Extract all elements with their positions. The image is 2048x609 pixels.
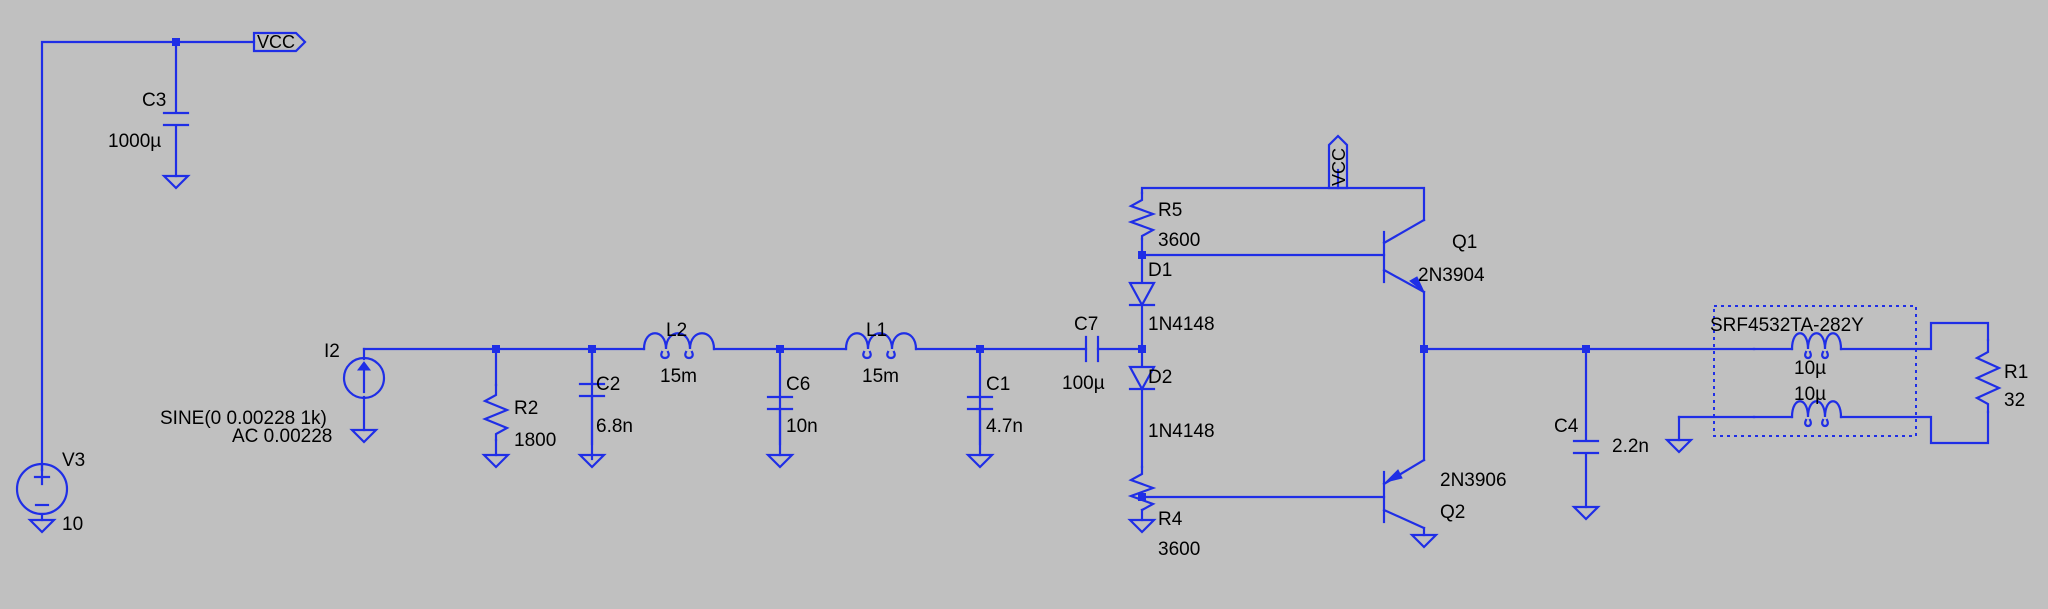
q1-ref: Q1 bbox=[1452, 232, 1477, 253]
r4-ref: R4 bbox=[1158, 509, 1183, 530]
c3-value: 1000µ bbox=[108, 131, 161, 152]
d1-ref: D1 bbox=[1148, 260, 1172, 281]
c1-ref: C1 bbox=[986, 374, 1010, 395]
junctions bbox=[172, 38, 1590, 501]
r4-resistor[interactable]: R4 3600 bbox=[1127, 465, 1200, 560]
r5-ref: R5 bbox=[1158, 200, 1182, 221]
q2-value: 2N3906 bbox=[1440, 470, 1507, 491]
l1-value: 15m bbox=[862, 366, 899, 387]
vcc-flag-mid-label: VCC bbox=[1329, 148, 1349, 186]
common-mode-choke[interactable]: SRF4532TA-282Y 10µ 10µ bbox=[1710, 305, 1917, 437]
l1-ref: L1 bbox=[866, 320, 887, 341]
q1-npn-transistor[interactable]: Q1 2N3904 bbox=[1382, 218, 1485, 294]
d2-ref: D2 bbox=[1148, 367, 1172, 388]
c4-value: 2.2n bbox=[1612, 436, 1649, 457]
i2-ref: I2 bbox=[324, 341, 340, 362]
l1-inductor[interactable]: L1 15m bbox=[844, 320, 918, 387]
r1-resistor[interactable]: R1 32 bbox=[1974, 338, 2028, 414]
c7-value: 100µ bbox=[1062, 373, 1105, 394]
vcc-flag-top-label: VCC bbox=[257, 32, 295, 52]
r1-ref: R1 bbox=[2004, 362, 2028, 383]
choke-l1-value: 10µ bbox=[1794, 358, 1826, 379]
i2-value-line2: AC 0.00228 bbox=[232, 426, 332, 447]
c2-capacitor[interactable]: C2 6.8n bbox=[578, 347, 633, 457]
i2-value-line1: SINE(0 0.00228 1k) bbox=[160, 408, 327, 429]
c7-ref: C7 bbox=[1074, 314, 1098, 335]
c2-ref: C2 bbox=[596, 374, 620, 395]
r1-value: 32 bbox=[2004, 390, 2025, 411]
c2-value: 6.8n bbox=[596, 416, 633, 437]
c4-capacitor[interactable]: C4 2.2n bbox=[1554, 416, 1649, 457]
v3-voltage-source[interactable]: V3 10 bbox=[15, 450, 85, 535]
l2-value: 15m bbox=[660, 366, 697, 387]
wires bbox=[40, 40, 1990, 537]
ground-symbols bbox=[27, 174, 1694, 549]
v3-value: 10 bbox=[62, 514, 83, 535]
c1-value: 4.7n bbox=[986, 416, 1023, 437]
q2-pnp-transistor[interactable]: 2N3906 Q2 bbox=[1382, 458, 1507, 530]
choke-l2-value: 10µ bbox=[1794, 384, 1826, 405]
c6-value: 10n bbox=[786, 416, 818, 437]
d2-diode[interactable]: D2 1N4148 bbox=[1128, 365, 1215, 442]
d2-value: 1N4148 bbox=[1148, 421, 1215, 442]
q1-value: 2N3904 bbox=[1418, 265, 1485, 286]
r2-resistor[interactable]: R2 1800 bbox=[482, 383, 556, 451]
d1-diode[interactable]: D1 1N4148 bbox=[1128, 260, 1215, 335]
c1-capacitor[interactable]: C1 4.7n bbox=[966, 374, 1023, 457]
q2-ref: Q2 bbox=[1440, 502, 1465, 523]
c6-ref: C6 bbox=[786, 374, 810, 395]
choke-part-number: SRF4532TA-282Y bbox=[1710, 315, 1864, 336]
c3-capacitor[interactable]: C3 1000µ bbox=[108, 90, 190, 152]
l2-ref: L2 bbox=[666, 320, 687, 341]
c7-capacitor[interactable]: C7 100µ bbox=[1062, 314, 1105, 394]
vcc-flag-top: VCC bbox=[252, 31, 307, 53]
r5-resistor[interactable]: R5 3600 bbox=[1127, 191, 1200, 251]
l2-inductor[interactable]: L2 15m bbox=[642, 320, 716, 387]
r2-value: 1800 bbox=[514, 430, 556, 451]
i2-current-source[interactable]: I2 SINE(0 0.00228 1k) AC 0.00228 bbox=[160, 341, 386, 447]
c3-ref: C3 bbox=[142, 90, 166, 111]
c4-ref: C4 bbox=[1554, 416, 1579, 437]
r2-ref: R2 bbox=[514, 398, 538, 419]
vcc-flag-mid: VCC bbox=[1327, 134, 1349, 190]
d1-value: 1N4148 bbox=[1148, 314, 1215, 335]
c6-capacitor[interactable]: C6 10n bbox=[766, 374, 818, 457]
r5-value: 3600 bbox=[1158, 230, 1200, 251]
v3-ref: V3 bbox=[62, 450, 85, 471]
r4-value: 3600 bbox=[1158, 539, 1200, 560]
